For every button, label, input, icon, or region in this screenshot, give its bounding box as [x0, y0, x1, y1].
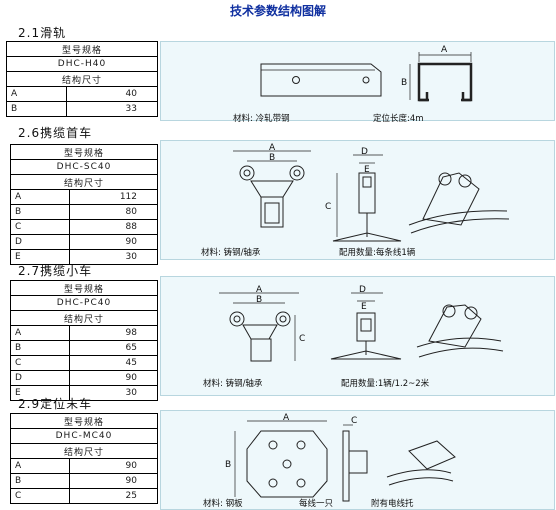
- spec-label: 型号规格: [6, 41, 158, 57]
- caption-length: 定位长度:4m: [373, 114, 424, 124]
- caption-quantity: 配用数量:每条线1辆: [339, 248, 416, 258]
- section-heading-rail: 2.1滑轨: [18, 26, 67, 40]
- dim-b-label: B: [401, 78, 407, 88]
- svg-text:B: B: [225, 460, 231, 470]
- svg-text:C: C: [351, 416, 357, 426]
- svg-text:C: C: [299, 334, 305, 344]
- caption-quantity: 配用数量:1辆/1.2~2米: [341, 379, 430, 389]
- diagram-panel-cable-trolley: A B C D E 材料: 铸钢/轴承 配用数量:1辆/1.2~2米: [160, 276, 555, 396]
- cable-trolley-drawing: A B C D E: [219, 285, 504, 362]
- dim-label: 结构尺寸: [6, 71, 158, 87]
- svg-text:A: A: [269, 143, 276, 153]
- section-heading-cable-trolley: 2.7携缆小车: [18, 264, 93, 278]
- svg-text:E: E: [361, 302, 367, 312]
- svg-text:B: B: [256, 295, 262, 305]
- caption-material: 材料: 铸钢/轴承: [201, 248, 261, 258]
- caption-material: 材料: 冷轧带钢: [233, 114, 290, 124]
- head-trolley-drawing: A B D E C: [233, 143, 510, 242]
- svg-text:A: A: [283, 413, 290, 423]
- svg-text:D: D: [361, 147, 368, 157]
- diagram-panel-head-trolley: A B D E C 材料: 铸钢/轴承 配用数量:每条线1辆: [160, 140, 555, 260]
- section-heading-head-trolley: 2.6携缆首车: [18, 126, 93, 140]
- diagram-panel-rail: A B 材料: 冷轧带钢 定位长度:4m: [160, 41, 555, 124]
- end-trolley-drawing: A B C: [225, 413, 456, 502]
- dim-a-label: A: [441, 45, 448, 55]
- svg-text:E: E: [364, 165, 370, 175]
- caption-material: 材料: 铸钢/轴承: [203, 379, 263, 389]
- svg-text:C: C: [325, 202, 331, 212]
- page-title: 技术参数结构图解: [229, 4, 326, 18]
- caption-material: 材料: 钢板: [203, 499, 243, 509]
- section-heading-end-trolley: 2.9定位末车: [18, 397, 93, 411]
- caption-per-line: 每线一只: [299, 499, 334, 509]
- diagram-panel-end-trolley: A B C 材料: 钢板 每线一只 附有电线托: [160, 410, 555, 510]
- caption-cable-holder: 附有电线托: [371, 499, 414, 509]
- svg-text:A: A: [256, 285, 263, 295]
- svg-text:B: B: [269, 153, 275, 163]
- rail-drawing: A B: [260, 45, 473, 102]
- model-code: DHC-H40: [6, 56, 158, 72]
- svg-text:D: D: [359, 285, 366, 295]
